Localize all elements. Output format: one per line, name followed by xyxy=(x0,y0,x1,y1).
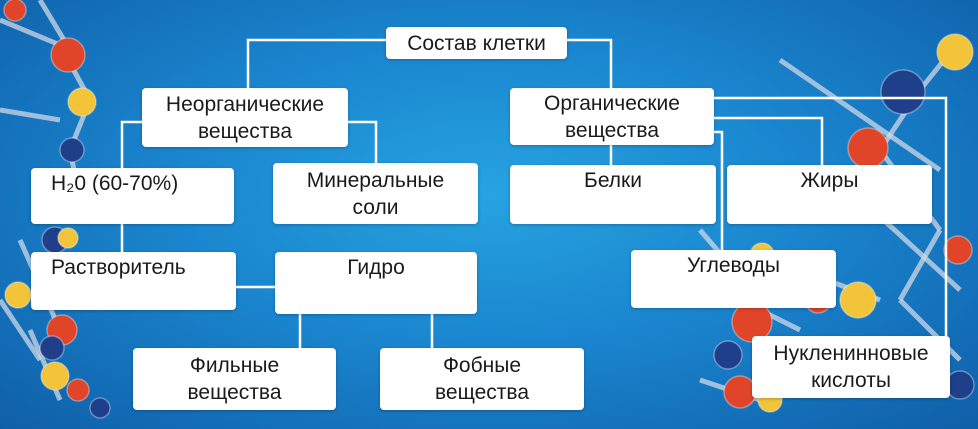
molecule-atom xyxy=(59,137,85,163)
molecule-atom xyxy=(67,87,97,117)
connector-inorganic-water xyxy=(120,120,142,168)
molecule-rod xyxy=(897,228,943,302)
node-inorganic-substances: Неорганические вещества xyxy=(142,88,348,147)
molecule-atom xyxy=(943,235,973,265)
molecule-rod xyxy=(0,107,61,123)
node-hydrophobic-substances: Фобные вещества xyxy=(380,348,584,410)
connector-organic-carbohydrates xyxy=(714,130,724,250)
node-water: H₂0 (60-70%) xyxy=(31,168,234,224)
molecule-atom xyxy=(880,69,926,115)
molecule-atom xyxy=(50,37,86,73)
molecule-atom xyxy=(66,378,90,402)
node-hydro: Гидро xyxy=(275,252,477,314)
node-cell-composition: Состав клетки xyxy=(386,27,567,59)
node-organic-substances: Органические вещества xyxy=(510,88,714,145)
node-hydrophilic-substances: Фильные вещества xyxy=(133,348,336,410)
molecule-atom xyxy=(839,281,877,319)
node-mineral-salts: Минеральные соли xyxy=(273,163,478,224)
molecule-rod xyxy=(0,298,43,362)
node-fats: Жиры xyxy=(727,165,932,224)
node-carbohydrates: Углеводы xyxy=(631,250,836,308)
molecule-rod xyxy=(778,57,942,173)
node-solvent: Растворитель xyxy=(31,252,236,310)
molecule-atom xyxy=(89,397,111,419)
node-nucleic-acids: Нукленинновые кислоты xyxy=(752,336,950,398)
connector-inorganic-salts xyxy=(348,120,378,163)
connector-root-organic xyxy=(567,38,613,88)
connector-organic-fats xyxy=(714,116,824,165)
node-proteins: Белки xyxy=(510,165,716,224)
molecule-atom xyxy=(936,33,974,71)
connector-organic-nucleic xyxy=(714,96,948,336)
molecule-atom xyxy=(3,0,27,22)
molecule-atom xyxy=(40,361,70,391)
molecule-rod xyxy=(0,17,61,48)
connector-root-inorganic xyxy=(246,38,386,88)
molecule-atom xyxy=(713,340,743,370)
molecule-atom xyxy=(39,335,65,361)
molecule-rod xyxy=(898,298,962,362)
molecule-atom xyxy=(57,227,79,249)
